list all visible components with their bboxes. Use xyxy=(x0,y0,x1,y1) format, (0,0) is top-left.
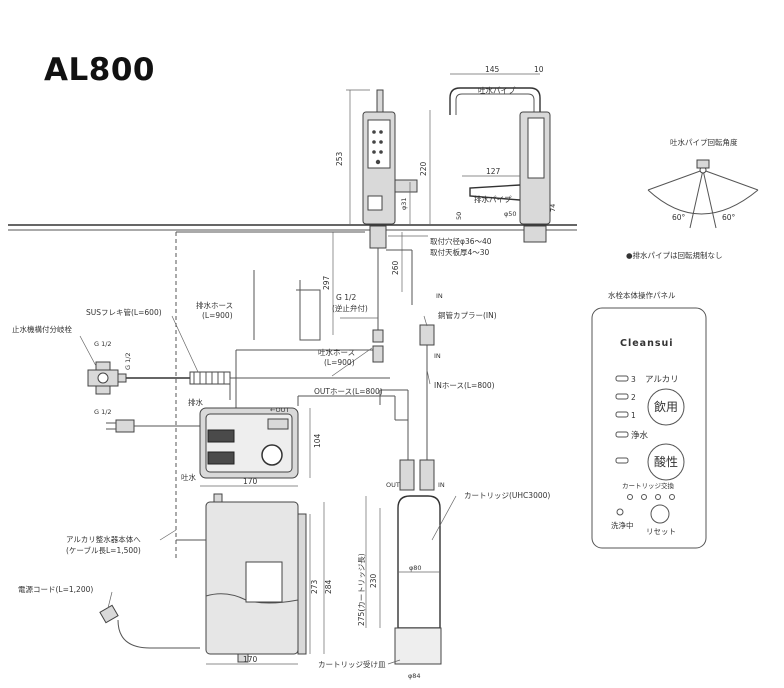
dim-31: φ31 xyxy=(400,197,408,210)
label-g12-left: G 1/2 xyxy=(94,340,112,348)
label-mount-plate: 取付天板厚4〜30 xyxy=(430,247,490,257)
label-cartridge: カートリッジ(UHC3000) xyxy=(464,491,550,500)
label-g12-vert: G 1/2 xyxy=(124,352,132,370)
dim-60-right: 60° xyxy=(722,213,736,222)
dim-80: φ80 xyxy=(409,564,422,572)
acidic-button[interactable] xyxy=(647,443,685,481)
label-check-valve: (逆止弁付) xyxy=(332,303,368,313)
acidic-button-label: 酸性 xyxy=(654,454,678,469)
faucet-side-view xyxy=(362,89,418,343)
label-spout: 吐水 xyxy=(181,472,196,482)
dim-284: 284 xyxy=(324,579,333,594)
dim-50: φ50 xyxy=(504,210,517,218)
dim-170-a: 170 xyxy=(243,477,258,486)
label-in-mid: IN xyxy=(434,352,441,360)
label-g12-check: G 1/2 xyxy=(336,293,356,302)
label-cart-out: OUT xyxy=(386,481,400,489)
page-title: AL800 xyxy=(44,52,155,88)
drink-button[interactable] xyxy=(647,388,685,426)
panel-alkali: アルカリ xyxy=(645,375,679,385)
cartridge xyxy=(394,459,442,665)
control-unit xyxy=(199,407,299,479)
label-spout-hose-len: (L=900) xyxy=(324,358,355,367)
panel-title: 水栓本体操作パネル xyxy=(608,290,676,300)
panel-purified: 浄水 xyxy=(631,430,649,441)
label-stop-valve: 止水機構付分岐栓 xyxy=(12,324,72,334)
label-spout-pipe: 吐水パイプ xyxy=(478,85,516,95)
power-plug-bottom xyxy=(99,539,206,649)
dim-127: 127 xyxy=(486,167,501,176)
panel-level-2: 2 xyxy=(631,393,636,402)
label-g12-bottom: G 1/2 xyxy=(94,408,112,416)
reset-button[interactable] xyxy=(650,504,670,524)
dim-104: 104 xyxy=(313,433,322,448)
dim-74: 74 xyxy=(549,204,557,212)
dim-230: 230 xyxy=(369,573,378,588)
panel-washing: 洗浄中 xyxy=(611,520,634,530)
dim-220: 220 xyxy=(419,161,428,176)
label-sus-flex: SUSフレキ管(L=600) xyxy=(86,307,162,317)
plumbing-lines xyxy=(120,231,435,560)
panel-level-3: 3 xyxy=(631,375,636,384)
label-power-cord: 電源コード(L=1,200) xyxy=(18,585,93,594)
operation-panel xyxy=(591,307,707,549)
label-drain-pipe: 排水パイプ xyxy=(474,194,512,204)
label-cartridge-base: カートリッジ受け皿 xyxy=(318,659,386,669)
label-drain-hose-1-len: (L=900) xyxy=(202,311,233,320)
branch-valve xyxy=(87,361,127,395)
drink-button-label: 飲用 xyxy=(654,399,678,414)
panel-brand: Cleansui xyxy=(620,338,674,349)
label-cart-in: IN xyxy=(438,481,445,489)
dim-253: 253 xyxy=(335,151,344,166)
reset-button-label: リセット xyxy=(646,527,676,536)
dim-84: φ84 xyxy=(408,672,421,680)
leader-lines xyxy=(79,315,457,665)
dim-273: 273 xyxy=(310,579,319,594)
label-spout-hose: 吐水ホース xyxy=(318,347,355,357)
label-drain: 排水 xyxy=(188,397,203,407)
main-unit xyxy=(205,493,307,663)
label-copper-coupler: 銅管カプラー(IN) xyxy=(438,310,497,320)
faucet-spout-view xyxy=(449,87,551,243)
label-to-unit: アルカリ整水器本体へ xyxy=(66,534,141,544)
dim-50-left: 50 xyxy=(455,212,463,220)
dim-60-left: 60° xyxy=(672,213,686,222)
label-in-hose: INホース(L=800) xyxy=(434,381,495,390)
rotation-fan xyxy=(647,159,759,229)
label-out-arrow: ←OUT xyxy=(270,406,289,414)
label-drain-hose-1: 排水ホース xyxy=(196,300,233,310)
power-plug-top xyxy=(106,419,210,433)
panel-cartridge-change: カートリッジ交換 xyxy=(622,481,675,490)
dim-170-b: 170 xyxy=(243,655,258,664)
panel-level-1: 1 xyxy=(631,411,636,420)
label-cable: (ケーブル長L=1,500) xyxy=(66,545,141,555)
rotation-title: 吐水パイプ回転角度 xyxy=(670,137,738,147)
dim-145: 145 xyxy=(485,65,500,74)
dim-10: 10 xyxy=(534,65,544,74)
dim-260: 260 xyxy=(391,260,400,275)
rotation-note: ●排水パイプは回転規制なし xyxy=(626,250,723,260)
dim-275: 275(カートリッジ長) xyxy=(357,553,366,626)
label-in-top: IN xyxy=(436,292,443,300)
label-out-hose: OUTホース(L=800) xyxy=(314,387,383,396)
dim-297: 297 xyxy=(322,275,331,290)
label-mount-hole: 取付穴径φ36〜40 xyxy=(430,236,492,246)
